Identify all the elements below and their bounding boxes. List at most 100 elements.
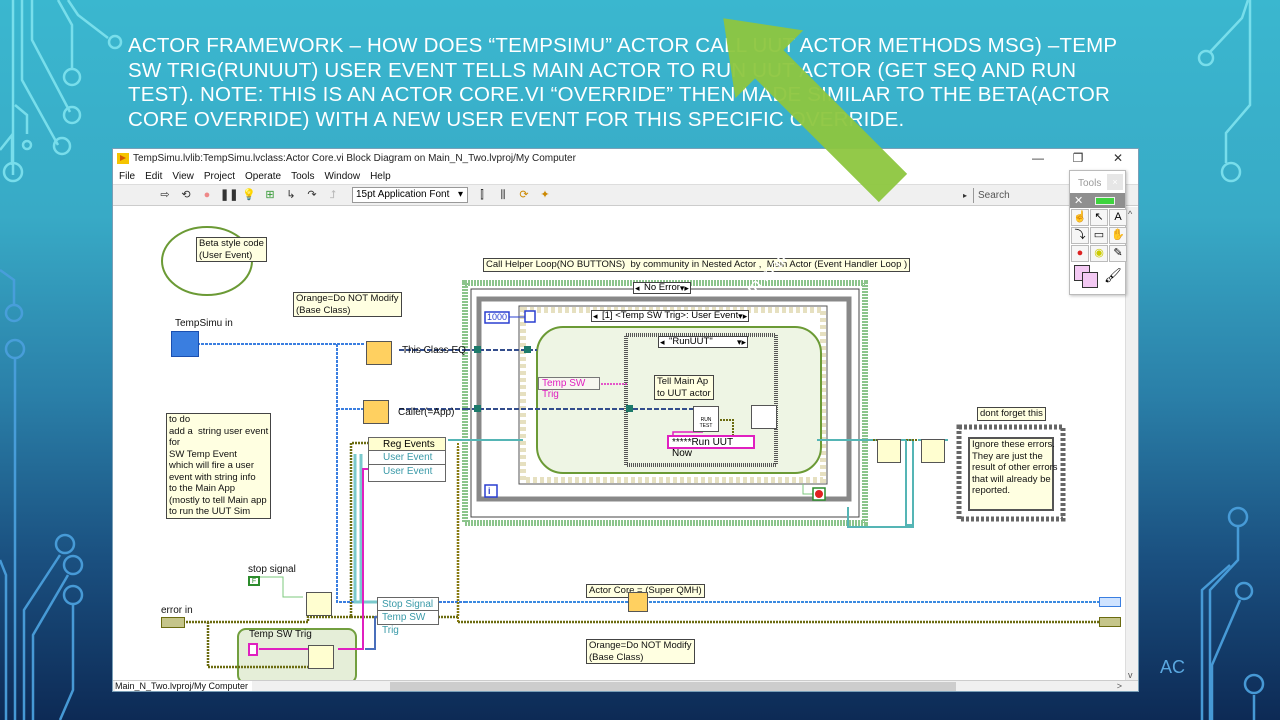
helper-loop-note: Call Helper Loop(NO BUTTONS) by communit…	[483, 258, 911, 272]
stop-signal-label: stop signal	[248, 564, 296, 575]
slide-title: Actor Framework – how does “TempSimu” ac…	[128, 34, 1117, 131]
footer-initials: AC	[1160, 657, 1186, 677]
minimize-button[interactable]: —	[1032, 151, 1044, 165]
highlight-execution-icon[interactable]: 💡	[242, 189, 256, 201]
send-message-node[interactable]	[751, 405, 777, 429]
close-button[interactable]: ✕	[1112, 151, 1124, 165]
set-color-tool[interactable]: 🖌	[1070, 263, 1125, 291]
clear-errors-node-2[interactable]	[921, 439, 945, 463]
paintbrush-icon: 🖌	[1104, 267, 1122, 283]
tell-main-app-note: Tell Main Ap to UUT actor	[654, 375, 714, 400]
error-out-indicator[interactable]	[1099, 617, 1121, 627]
run-uut-now-constant[interactable]: *****Run UUT Now	[667, 435, 755, 459]
actor-out-indicator[interactable]	[1099, 597, 1121, 607]
step-over-icon[interactable]: ↷	[307, 189, 317, 201]
position-tool[interactable]: ↖	[1090, 209, 1108, 226]
menu-operate[interactable]: Operate	[244, 170, 282, 182]
operate-value-tool[interactable]: ☝	[1071, 209, 1089, 226]
automatic-tool-selection[interactable]: ✕	[1070, 193, 1125, 208]
distribute-objects-icon[interactable]: ⫼	[500, 189, 506, 201]
menu-help[interactable]: Help	[370, 170, 391, 182]
reorder-icon[interactable]: ⟳	[519, 189, 529, 201]
event-case-selector[interactable]: [1] <Temp SW Trig>: User Event	[591, 310, 750, 322]
search-input[interactable]: Search	[973, 188, 1073, 203]
dont-forget-note: dont forget this	[977, 407, 1046, 421]
restore-button[interactable]: ❐	[1072, 151, 1084, 165]
labview-app-icon	[117, 153, 129, 164]
window-titlebar: TempSimu.lvlib:TempSimu.lvclass:Actor Co…	[113, 149, 1138, 168]
menu-edit[interactable]: Edit	[145, 170, 163, 182]
get-color-tool[interactable]: ✎	[1109, 245, 1127, 262]
timeout-constant[interactable]: 1000	[487, 312, 508, 322]
scroll-right-icon[interactable]: >	[1116, 681, 1122, 691]
orange-do-not-modify-bottom-note: Orange=Do NOT Modify (Base Class)	[586, 639, 695, 664]
project-path: Main_N_Two.lvproj/My Computer	[115, 681, 253, 691]
menu-tools[interactable]: Tools	[291, 170, 315, 182]
menu-project[interactable]: Project	[203, 170, 235, 182]
this-class-eq-label: This Class EQ	[402, 345, 466, 356]
run-continuously-icon[interactable]: ⟲	[181, 189, 191, 201]
temp-sw-trig-control[interactable]	[248, 643, 258, 656]
font-select[interactable]: 15pt Application Font	[352, 187, 468, 203]
menu-window[interactable]: Window	[324, 170, 361, 182]
block-diagram-canvas[interactable]: Beta style code (User Event) Orange=Do N…	[113, 207, 1127, 682]
run-test-msg-node[interactable]: RUN TEST	[693, 406, 719, 432]
runuut-case-selector[interactable]: "RunUUT"	[658, 336, 748, 348]
breakpoint-tool[interactable]: ●	[1071, 245, 1089, 262]
create-user-event-node-2[interactable]	[308, 645, 334, 669]
actor-core-parent-node[interactable]	[628, 592, 648, 612]
tempsimu-in-control[interactable]	[171, 331, 199, 357]
this-class-eq-node[interactable]	[366, 341, 392, 365]
step-into-icon[interactable]: ↳	[286, 189, 296, 201]
probe-tool[interactable]: ◉	[1090, 245, 1108, 262]
beta-style-note: Beta style code (User Event)	[196, 237, 267, 262]
user-event-item[interactable]: User Event	[383, 466, 433, 477]
bundle-node[interactable]: Stop Signal Temp SW Trig	[377, 597, 439, 636]
reg-events-node[interactable]: Reg Events User Event User Event	[368, 437, 446, 482]
toolbar: ⇨ ⟲ ● ❚❚ 💡 ⊞ ↳ ↷ ⮥ 15pt Application Font…	[113, 184, 1138, 206]
pause-icon[interactable]: ❚❚	[220, 189, 239, 201]
iteration-terminal: i	[488, 486, 491, 496]
stop-signal-constant[interactable]: F	[248, 576, 260, 586]
actor-core-note: Actor Core = (Super QMH)	[586, 584, 705, 598]
edit-text-tool[interactable]: A	[1109, 209, 1127, 226]
align-objects-icon[interactable]: ⫿	[480, 189, 484, 201]
background-color-swatch[interactable]	[1082, 272, 1098, 288]
error-in-label: error in	[161, 605, 193, 616]
labview-block-diagram-window: TempSimu.lvlib:TempSimu.lvclass:Actor Co…	[112, 148, 1139, 692]
error-in-control[interactable]	[161, 617, 185, 628]
search-expand-icon[interactable]: ▸	[963, 191, 968, 200]
run-arrow-icon[interactable]: ⇨	[160, 189, 170, 201]
user-event-item[interactable]: User Event	[369, 451, 445, 465]
close-icon[interactable]: ×	[1107, 174, 1123, 190]
connect-wire-tool[interactable]: ⤵	[1071, 227, 1089, 244]
abort-icon[interactable]: ●	[203, 189, 211, 201]
orange-do-not-modify-note: Orange=Do NOT Modify (Base Class)	[293, 292, 402, 317]
scroll-up-icon[interactable]: ^	[1128, 209, 1133, 219]
tools-title-label: Tools	[1078, 178, 1102, 189]
todo-note: to do add a string user event for SW Tem…	[166, 413, 272, 519]
step-out-icon[interactable]: ⮥	[329, 189, 337, 201]
reg-events-label: Reg Events	[369, 438, 445, 451]
auto-tool-led	[1095, 196, 1116, 205]
scroll-tool[interactable]: ✋	[1109, 227, 1127, 244]
tools-palette-title: Tools ×	[1070, 171, 1125, 193]
clear-errors-node[interactable]	[877, 439, 901, 463]
temp-sw-trig-label: Temp SW Trig	[249, 629, 312, 640]
clean-up-diagram-icon[interactable]: ✦	[540, 189, 550, 201]
retain-wire-values-icon[interactable]: ⊞	[265, 189, 275, 201]
horizontal-scrollbar-thumb[interactable]	[390, 682, 956, 691]
status-bar: Main_N_Two.lvproj/My Computer >	[113, 680, 1138, 691]
vertical-scrollbar[interactable]: ^ v	[1125, 207, 1138, 682]
ignore-errors-note: Ignore these errors. They are just the r…	[968, 437, 1058, 511]
create-user-event-node[interactable]	[306, 592, 332, 616]
temp-sw-trig-event-data: Temp SW Trig	[538, 377, 600, 400]
window-title: TempSimu.lvlib:TempSimu.lvclass:Actor Co…	[133, 153, 576, 164]
object-shortcut-menu-tool[interactable]: ▭	[1090, 227, 1108, 244]
menu-view[interactable]: View	[172, 170, 194, 182]
scroll-down-icon[interactable]: v	[1128, 670, 1133, 680]
caller-app-node[interactable]	[363, 400, 389, 424]
menu-file[interactable]: File	[119, 170, 136, 182]
no-error-case-selector[interactable]: No Error	[633, 282, 691, 294]
menu-bar: File Edit View Project Operate Tools Win…	[113, 168, 1138, 184]
